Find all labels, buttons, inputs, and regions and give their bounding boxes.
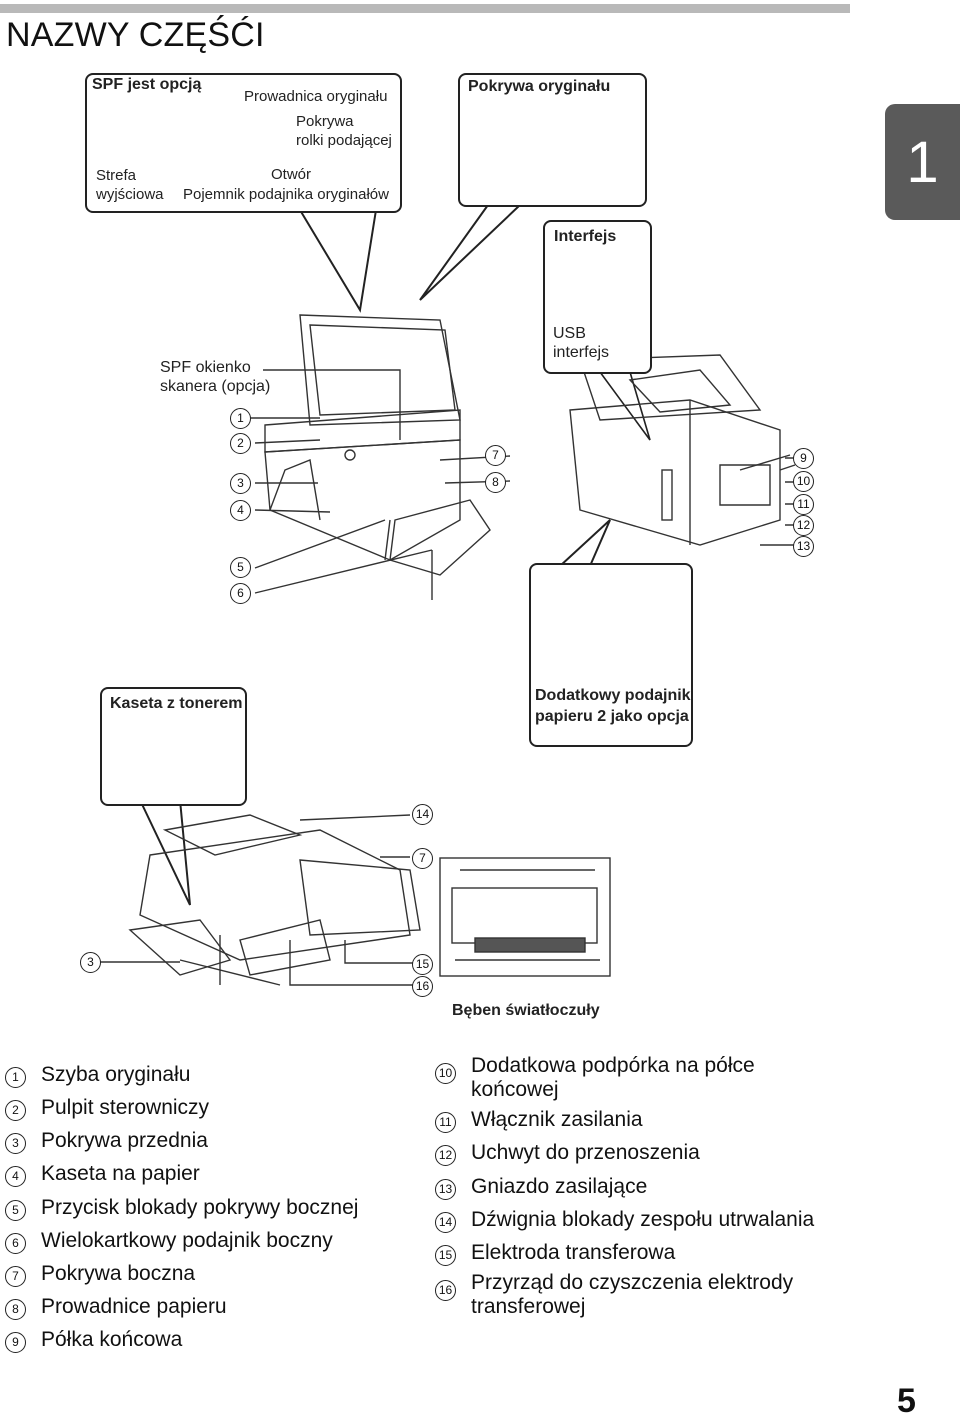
legend-number: 5: [5, 1200, 26, 1221]
spf-heading: SPF jest opcją: [92, 76, 202, 93]
copier-rear-drawing: [569, 354, 796, 546]
legend-number: 3: [5, 1133, 26, 1154]
toner-callout-box: [100, 687, 247, 806]
spf-tray-label: Pojemnik podajnika oryginałów: [183, 186, 389, 203]
legend-text: Gniazdo zasilające: [471, 1175, 648, 1198]
drum-heading: Bęben światłoczuły: [452, 1002, 600, 1019]
marker-15: 15: [412, 954, 433, 975]
drum-unit-drawing: [439, 857, 611, 977]
legend-number: 7: [5, 1266, 26, 1287]
legend-number: 8: [5, 1299, 26, 1320]
legend-text: Uchwyt do przenoszenia: [471, 1141, 700, 1164]
top-rule: [0, 4, 850, 13]
chapter-number: 1: [906, 129, 939, 195]
marker-6: 6: [230, 583, 251, 604]
marker-2: 2: [230, 433, 251, 454]
interface-heading: Interfejs: [554, 228, 617, 245]
legend-number: 10: [435, 1063, 456, 1084]
marker-11: 11: [793, 494, 814, 515]
legend-text: Prowadnice papieru: [41, 1295, 227, 1318]
marker-16: 16: [412, 976, 433, 997]
spf-guide-label: Prowadnica oryginału: [244, 88, 388, 105]
marker-9: 9: [793, 448, 814, 469]
marker-5: 5: [230, 557, 251, 578]
legend-number: 13: [435, 1179, 456, 1200]
legend-number: 2: [5, 1100, 26, 1121]
feeder-callout-pointer: [559, 519, 611, 567]
legend-text: Dodatkowa podpórka na półce końcowej: [471, 1054, 755, 1101]
spf-callout-box: [85, 73, 402, 213]
legend-text: Pokrywa boczna: [41, 1262, 196, 1285]
marker-4: 4: [230, 500, 251, 521]
marker-14: 14: [412, 804, 433, 825]
spf-window-label: SPF okienko skanera (opcja): [160, 359, 271, 395]
legend-text: Kaseta na papier: [41, 1162, 200, 1185]
legend-number: 9: [5, 1332, 26, 1353]
legend-text: Półka końcowa: [41, 1328, 183, 1351]
legend-text: Szyba oryginału: [41, 1063, 191, 1086]
marker-1: 1: [230, 408, 251, 429]
original-cover-callout-box: [458, 73, 647, 207]
marker-3b: 3: [80, 952, 101, 973]
marker-12: 12: [793, 515, 814, 536]
legend-text: Wielokartkowy podajnik boczny: [41, 1229, 333, 1252]
legend-number: 6: [5, 1233, 26, 1254]
marker-13: 13: [793, 536, 814, 557]
legend-text: Pulpit sterowniczy: [41, 1096, 210, 1119]
legend-text: Pokrywa przednia: [41, 1129, 208, 1152]
legend-number: 11: [435, 1112, 456, 1133]
legend-number: 15: [435, 1245, 456, 1266]
legend-text: Włącznik zasilania: [471, 1108, 643, 1131]
page-title: NAZWY CZĘŚĆI: [6, 16, 265, 54]
page-number: 5: [897, 1382, 916, 1420]
legend-number: 4: [5, 1166, 26, 1187]
original-cover-heading: Pokrywa oryginału: [468, 78, 611, 95]
legend-number: 12: [435, 1145, 456, 1166]
copier-open-drawing: [100, 814, 421, 986]
marker-7: 7: [485, 445, 506, 466]
legend-number: 1: [5, 1067, 26, 1088]
toner-heading: Kaseta z tonerem: [110, 695, 243, 712]
usb-interface-label: USB interfejs: [553, 325, 610, 361]
paper-feeder-callout-box: [529, 563, 693, 747]
spf-slot-label: Otwór: [271, 166, 312, 183]
legend-text: Elektroda transferowa: [471, 1241, 676, 1264]
interface-callout-pointer: [599, 371, 651, 441]
interface-callout-box: [543, 220, 652, 374]
spf-exit-label: Strefa wyjściowa: [96, 167, 164, 203]
legend-text: Dźwignia blokady zespołu utrwalania: [471, 1208, 815, 1231]
paper-feeder-heading: Dodatkowy podajnik papieru 2 jako opcja: [535, 687, 691, 725]
copier-front-drawing: [240, 314, 511, 600]
legend-text: Przycisk blokady pokrywy bocznej: [41, 1196, 359, 1219]
legend-text: Przyrząd do czyszczenia elektrody transf…: [471, 1271, 794, 1318]
marker-10: 10: [793, 471, 814, 492]
spf-roller-cover-label: Pokrywa rolki podającej: [296, 113, 392, 149]
marker-8: 8: [485, 472, 506, 493]
spf-callout-pointer: [299, 209, 377, 313]
marker-7b: 7: [412, 848, 433, 869]
legend-number: 14: [435, 1212, 456, 1233]
legend-number: 16: [435, 1280, 456, 1301]
chapter-tab: 1: [885, 104, 960, 220]
cover-callout-pointer: [419, 204, 521, 301]
marker-3: 3: [230, 473, 251, 494]
